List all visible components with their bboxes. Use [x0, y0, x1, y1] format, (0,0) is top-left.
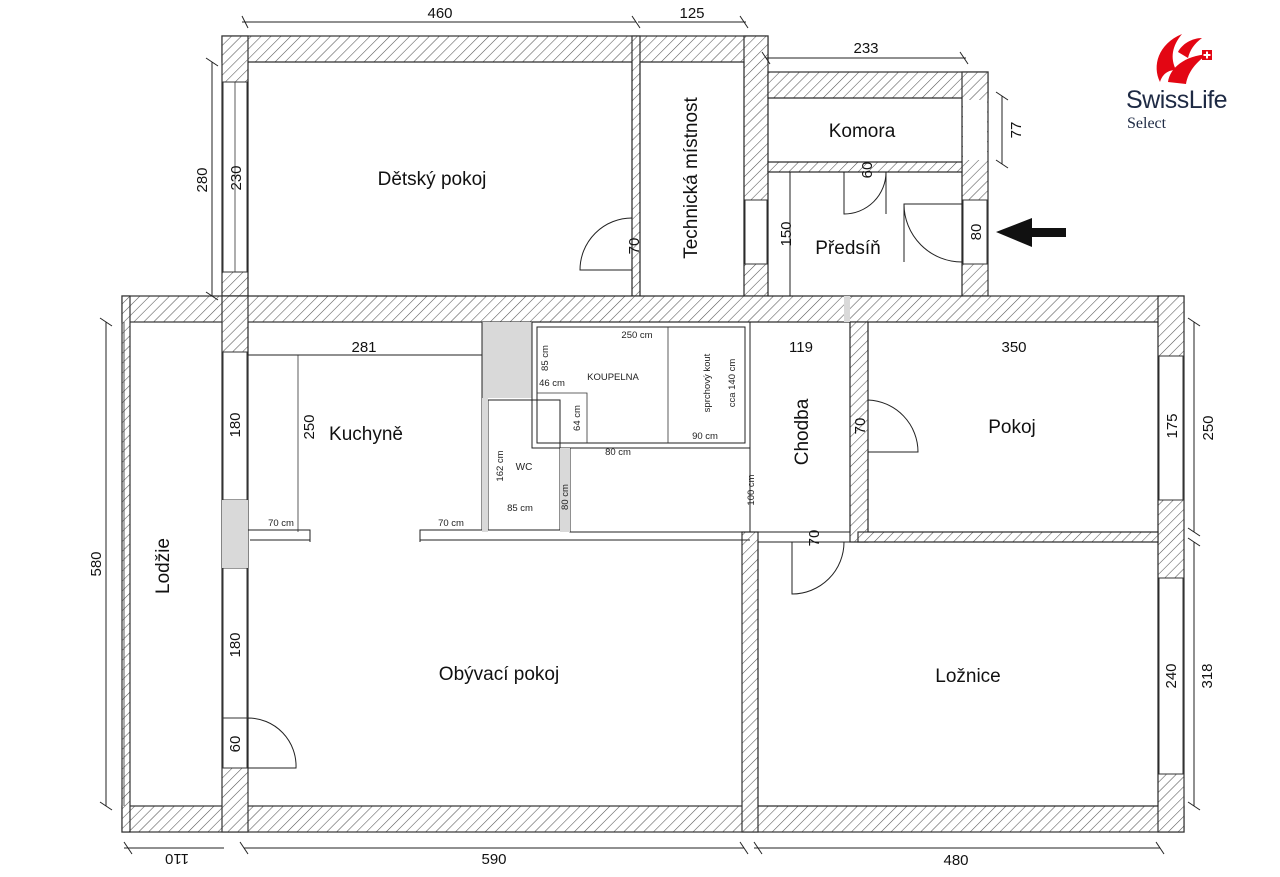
dim-kitchen-281: 281: [351, 339, 376, 356]
windows: [123, 81, 1184, 806]
label-sprchovy-kout: sprchový kout: [702, 353, 713, 412]
room-lodzie: Lodžie: [153, 538, 174, 594]
dim-top-233: 233: [853, 40, 878, 57]
door-detsky: [579, 217, 633, 271]
wall-top-north: [221, 35, 769, 63]
wall-main-south: [121, 805, 1185, 833]
door-lodzie: [247, 717, 297, 769]
label-cca-140: cca 140 cm: [727, 359, 738, 408]
dim-kitchen-180: 180: [227, 412, 244, 437]
dim-pokoj-350: 350: [1001, 339, 1026, 356]
dim-bottom-590: 590: [481, 851, 506, 868]
room-loznice: Ložnice: [935, 666, 1001, 687]
dim-150: 150: [778, 221, 795, 246]
dim-bath-46cm: 46 cm: [539, 378, 565, 389]
wall-pokoj-loznice: [857, 531, 1159, 543]
brand-sub: Select: [1127, 115, 1167, 132]
room-detsky-pokoj: Dětský pokoj: [378, 169, 487, 190]
dim-door-pokoj-70: 70: [852, 418, 869, 435]
room-koupelna: KOUPELNA: [587, 372, 639, 383]
dim-door-lodzie-60: 60: [227, 736, 244, 753]
dim-pokoj-250: 250: [1200, 415, 1217, 440]
door-loznice: [791, 541, 845, 595]
wall-obyvaci-loznice: [741, 531, 759, 833]
dim-door-70: 70: [626, 238, 643, 255]
dim-left-230: 230: [228, 165, 245, 190]
dim-chodba-119: 119: [789, 339, 813, 356]
dim-pokoj-175: 175: [1164, 413, 1181, 438]
wall-lodzie-west: [121, 295, 131, 833]
dim-right-77: 77: [1008, 122, 1025, 139]
dim-left-580: 580: [88, 551, 105, 576]
dim-top-125: 125: [679, 5, 704, 22]
wall-komora-north: [767, 71, 989, 99]
dim-top-460: 460: [427, 5, 452, 22]
door-pokoj: [867, 399, 919, 453]
dim-bottom-110: 110: [165, 850, 189, 867]
door-komora: [843, 171, 887, 215]
room-kuchyne: Kuchyně: [329, 424, 403, 445]
dim-wc-80cm: 80 cm: [560, 484, 571, 510]
dim-bath-250cm: 250 cm: [621, 330, 652, 341]
room-wc: WC: [516, 462, 533, 473]
swisslife-logo-icon: [1156, 34, 1212, 84]
entry-arrow-icon: [996, 218, 1066, 247]
dim-kitchen-250: 250: [301, 414, 318, 439]
dim-left-280: 280: [194, 167, 211, 192]
dim-loznice-318: 318: [1199, 663, 1216, 688]
door-entry: [903, 203, 963, 263]
dim-door-loznice-70: 70: [806, 530, 823, 547]
dim-counter-70cm-a: 70 cm: [268, 518, 294, 529]
dim-wc-85cm: 85 cm: [507, 503, 533, 514]
wall-main-north: [121, 295, 1185, 323]
room-chodba: Chodba: [792, 398, 813, 465]
room-pokoj: Pokoj: [988, 417, 1036, 438]
room-outlines: [222, 61, 1159, 807]
dim-bath-85cm: 85 cm: [540, 345, 551, 371]
dim-bath-80cm: 80 cm: [605, 447, 631, 458]
dim-door-60: 60: [859, 162, 876, 179]
dimension-lines: [99, 15, 1201, 855]
room-predsin: Předsíň: [815, 238, 880, 259]
room-technicka-mistnost: Technická místnost: [681, 97, 702, 259]
dim-bath-90cm: 90 cm: [692, 431, 718, 442]
dim-bottom-480: 480: [943, 852, 968, 869]
dim-bath-64cm: 64 cm: [572, 405, 583, 431]
wall-detsky-technicka: [631, 35, 641, 297]
brand-name: SwissLife: [1126, 86, 1228, 114]
dim-counter-70cm-b: 70 cm: [438, 518, 464, 529]
dim-wc-162cm: 162 cm: [495, 450, 506, 481]
doors: [247, 171, 963, 769]
room-obyvaci-pokoj: Obývací pokoj: [439, 664, 559, 685]
dim-hall-100cm: 100 cm: [746, 474, 757, 505]
dim-entry-80: 80: [968, 224, 985, 241]
dim-loznice-240: 240: [1163, 663, 1180, 688]
room-komora: Komora: [829, 121, 896, 142]
dim-living-180: 180: [227, 632, 244, 657]
